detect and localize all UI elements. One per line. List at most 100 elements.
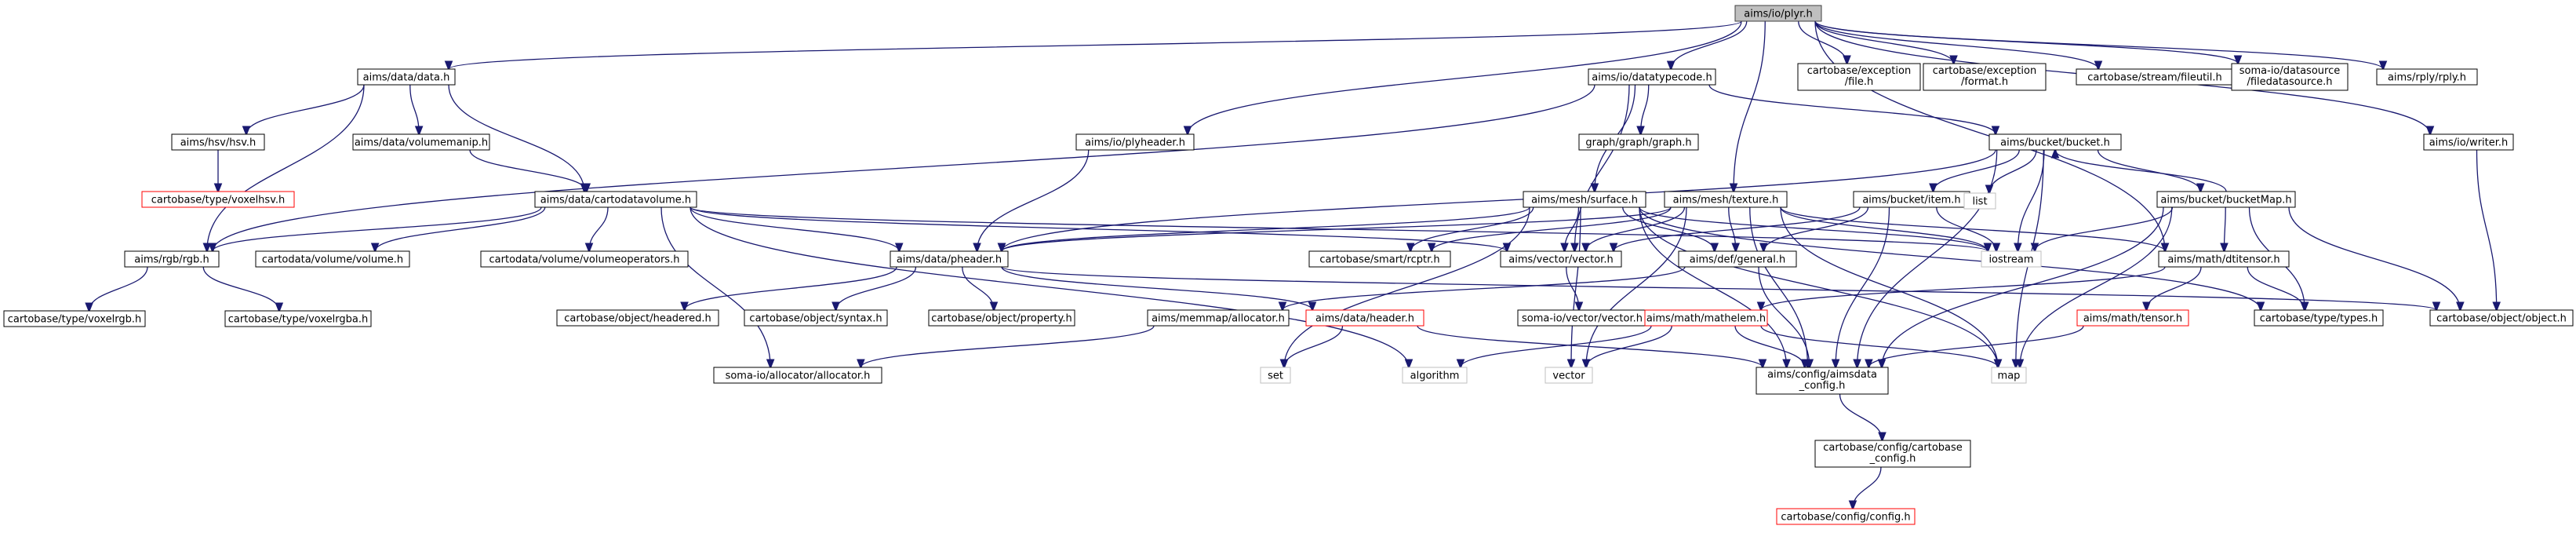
edge-pheader-to-headered bbox=[685, 266, 897, 310]
node-exc_file[interactable]: cartobase/exception/file.h bbox=[1797, 63, 1921, 91]
edge-texture-to-dtitensor bbox=[1780, 206, 2165, 251]
node-fileutil[interactable]: cartobase/stream/fileutil.h bbox=[2076, 68, 2234, 86]
node-mathelem[interactable]: aims/math/mathelem.h bbox=[1644, 309, 1768, 327]
node-label: aims/data/cartodatavolume.h bbox=[540, 195, 691, 206]
node-tensor[interactable]: aims/math/tensor.h bbox=[2076, 309, 2189, 327]
edge-plyr-to-rply bbox=[1814, 20, 2383, 69]
node-vector_h[interactable]: aims/vector/vector.h bbox=[1500, 250, 1622, 268]
edge-memmap-to-allocator bbox=[860, 325, 1155, 367]
node-data_h[interactable]: aims/data/data.h bbox=[357, 68, 456, 86]
nodes-layer: aims/io/plyr.h aims/data/data.h aims/io/da… bbox=[3, 5, 2574, 525]
node-box bbox=[556, 309, 719, 327]
node-rcptr[interactable]: cartobase/smart/rcptr.h bbox=[1308, 250, 1451, 268]
node-label: list bbox=[1972, 196, 1987, 208]
node-voxelhsv[interactable]: cartobase/type/voxelhsv.h bbox=[141, 191, 295, 208]
node-dtitensor[interactable]: aims/math/dtitensor.h bbox=[2158, 250, 2290, 268]
edge-dtitensor-to-mathelem bbox=[1761, 266, 2166, 310]
node-headered[interactable]: cartobase/object/headered.h bbox=[556, 309, 719, 327]
edge-cartodatavolume-to-pheader bbox=[689, 206, 899, 251]
node-datatypecode[interactable]: aims/io/datatypecode.h bbox=[1588, 68, 1716, 86]
node-rgb[interactable]: aims/rgb/rgb.h bbox=[124, 250, 220, 268]
edge-plyr-to-texture bbox=[1734, 20, 1766, 192]
edge-rgb-to-voxelrgba bbox=[202, 266, 279, 311]
node-box bbox=[1402, 367, 1468, 384]
node-box bbox=[1523, 191, 1646, 208]
node-box bbox=[2376, 68, 2478, 86]
node-label: cartobase/exception bbox=[1933, 65, 2036, 77]
node-general[interactable]: aims/def/general.h bbox=[1678, 250, 1797, 268]
node-plyheader[interactable]: aims/io/plyheader.h bbox=[1075, 133, 1195, 151]
node-exc_format[interactable]: cartobase/exception/format.h bbox=[1923, 63, 2047, 91]
node-graph[interactable]: graph/graph/graph.h bbox=[1578, 133, 1699, 151]
node-surface[interactable]: aims/mesh/surface.h bbox=[1523, 191, 1646, 208]
node-volumemanip[interactable]: aims/data/volumemanip.h bbox=[352, 133, 490, 151]
edge-texture-to-rcptr bbox=[1432, 206, 1672, 251]
node-hsv[interactable]: aims/hsv/hsv.h bbox=[171, 133, 265, 151]
edge-datatypecode-to-rgb bbox=[213, 84, 1595, 251]
node-aimsdata_config[interactable]: aims/config/aimsdata_config.h bbox=[1756, 367, 1889, 395]
node-cb_config[interactable]: cartobase/config/cartobase_config.h bbox=[1814, 440, 1971, 468]
node-box bbox=[2429, 309, 2574, 327]
node-label: set bbox=[1268, 371, 1283, 382]
node-types[interactable]: cartobase/type/types.h bbox=[2254, 309, 2384, 327]
node-label: aims/io/plyheader.h bbox=[1085, 137, 1185, 149]
node-bucket[interactable]: aims/bucket/bucket.h bbox=[1988, 133, 2122, 151]
edge-plyr-to-plyheader bbox=[1188, 20, 1742, 134]
node-box bbox=[2156, 191, 2296, 208]
node-label: aims/rply/rply.h bbox=[2388, 72, 2466, 84]
node-label: _config.h bbox=[1799, 380, 1846, 392]
node-box bbox=[1260, 367, 1291, 384]
node-item[interactable]: aims/bucket/item.h bbox=[1853, 191, 1970, 208]
edge-bucketmap-to-dtitensor bbox=[2224, 206, 2225, 251]
node-property[interactable]: cartobase/object/property.h bbox=[928, 309, 1075, 327]
node-box bbox=[534, 191, 697, 208]
node-plyr[interactable]: aims/io/plyr.h bbox=[1734, 5, 1822, 22]
node-writer[interactable]: aims/io/writer.h bbox=[2423, 133, 2514, 151]
node-box bbox=[1578, 133, 1699, 151]
edge-bucketmap-to-bucket bbox=[2055, 150, 2227, 192]
node-box bbox=[1923, 63, 2047, 91]
edge-header_h-to-set bbox=[1284, 325, 1344, 367]
node-set[interactable]: set bbox=[1260, 367, 1291, 384]
node-config[interactable]: cartobase/config/config.h bbox=[1776, 508, 1916, 525]
node-box bbox=[2254, 309, 2384, 327]
node-map[interactable]: map bbox=[1991, 367, 2027, 384]
node-box bbox=[224, 310, 372, 327]
node-object[interactable]: cartobase/object/object.h bbox=[2429, 309, 2574, 327]
node-iostream[interactable]: iostream bbox=[1981, 250, 2042, 268]
node-voxelrgb[interactable]: cartobase/type/voxelrgb.h bbox=[3, 310, 146, 327]
node-rply[interactable]: aims/rply/rply.h bbox=[2376, 68, 2478, 86]
node-filedatasource[interactable]: soma-io/datasource/filedatasource.h bbox=[2231, 63, 2349, 91]
node-list[interactable]: list bbox=[1963, 192, 1996, 210]
node-box bbox=[1305, 309, 1424, 327]
node-somavector[interactable]: soma-io/vector/vector.h bbox=[1517, 309, 1647, 327]
node-label: /filedatasource.h bbox=[2247, 76, 2332, 88]
node-memmap[interactable]: aims/memmap/allocator.h bbox=[1147, 309, 1290, 327]
node-box bbox=[1991, 367, 2027, 384]
node-cartodatavolume[interactable]: aims/data/cartodatavolume.h bbox=[534, 191, 697, 208]
node-pheader[interactable]: aims/data/pheader.h bbox=[890, 250, 1009, 268]
node-cvolume[interactable]: cartodata/volume/volume.h bbox=[255, 250, 410, 268]
node-box bbox=[1756, 367, 1889, 395]
node-box bbox=[1147, 309, 1290, 327]
node-algorithm[interactable]: algorithm bbox=[1402, 367, 1468, 384]
node-bucketmap[interactable]: aims/bucket/bucketMap.h bbox=[2156, 191, 2296, 208]
node-header_h[interactable]: aims/data/header.h bbox=[1305, 309, 1424, 327]
edge-texture-to-iostream bbox=[1780, 206, 1988, 251]
node-volops[interactable]: cartodata/volume/volumeoperators.h bbox=[480, 250, 689, 268]
node-label: cartodata/volume/volume.h bbox=[262, 254, 403, 266]
node-vector[interactable]: vector bbox=[1545, 367, 1593, 384]
node-voxelrgba[interactable]: cartobase/type/voxelrgba.h bbox=[224, 310, 372, 327]
node-label: aims/data/header.h bbox=[1315, 313, 1414, 325]
edge-bucket-to-pheader bbox=[1002, 149, 1996, 251]
edge-item-to-vector_h bbox=[1614, 206, 1861, 251]
node-box bbox=[1963, 192, 1996, 210]
node-texture[interactable]: aims/mesh/texture.h bbox=[1664, 191, 1788, 208]
node-syntax[interactable]: cartobase/object/syntax.h bbox=[744, 309, 888, 327]
node-box bbox=[255, 250, 410, 268]
node-label: aims/def/general.h bbox=[1690, 254, 1785, 266]
node-label: cartobase/config/config.h bbox=[1781, 512, 1910, 524]
node-allocator[interactable]: soma-io/allocator/allocator.h bbox=[713, 367, 882, 384]
node-label: aims/io/plyr.h bbox=[1744, 9, 1812, 20]
